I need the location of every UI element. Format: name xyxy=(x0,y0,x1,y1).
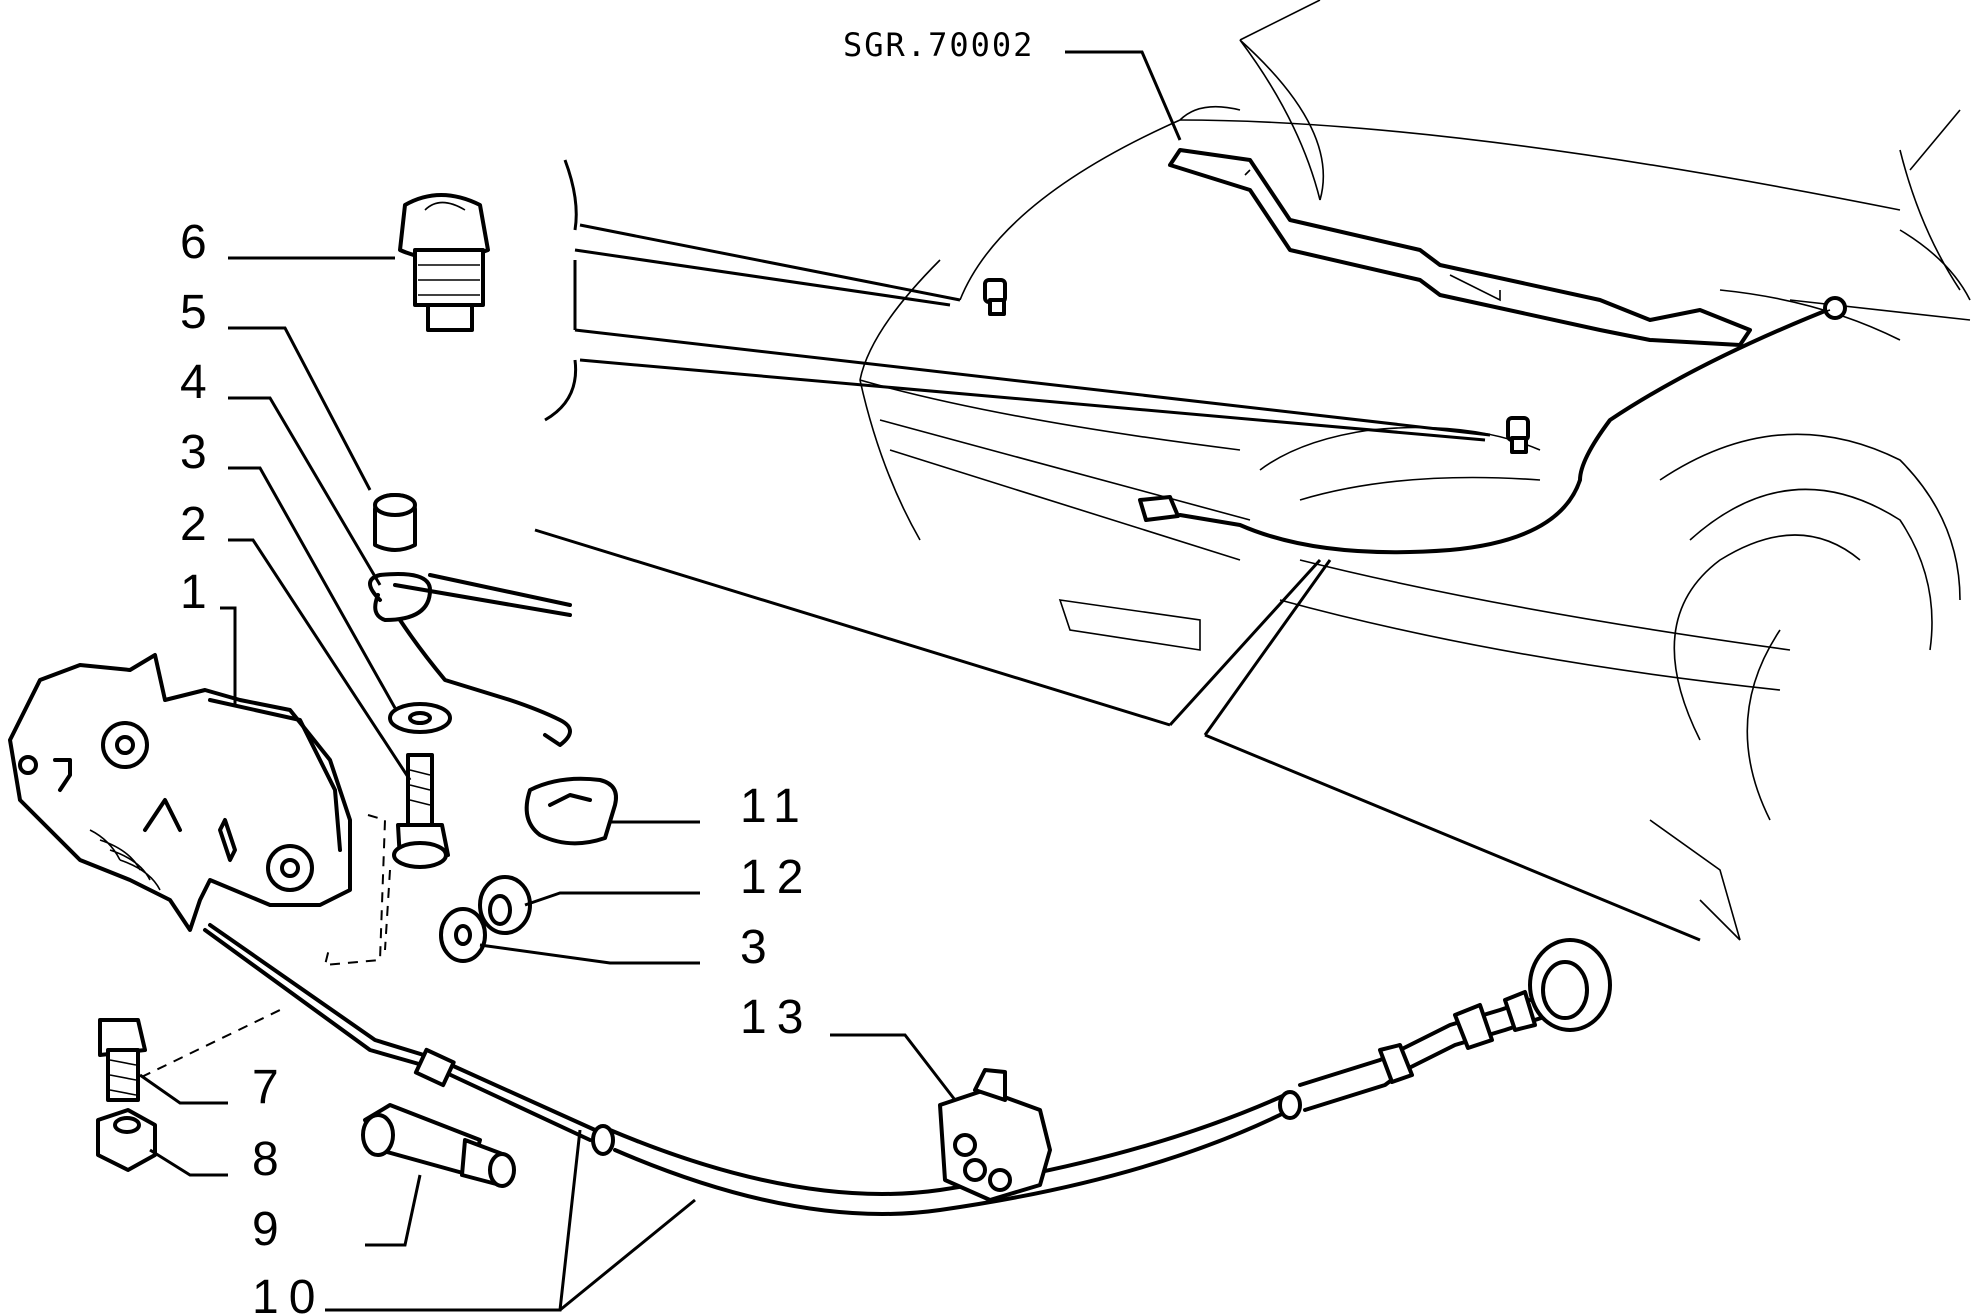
callout-8: 8 xyxy=(252,1133,289,1186)
bump-stop-leaders xyxy=(574,223,1491,442)
callout-1: 1 xyxy=(180,566,217,619)
part-6-rubber-stop xyxy=(398,193,490,332)
callout-2: 2 xyxy=(180,498,217,551)
reference-code: SGR.70002 xyxy=(843,26,1034,64)
part-3-washer-upper xyxy=(388,702,452,734)
callout-11: 11 xyxy=(740,780,810,833)
callout-5: 5 xyxy=(180,286,217,339)
callout-6: 6 xyxy=(180,216,217,269)
part-12-bush xyxy=(478,875,532,935)
callout-13: 13 xyxy=(740,991,813,1044)
part-10-release-cable xyxy=(203,923,1612,1216)
bump-stop-car-left xyxy=(983,278,1007,316)
part-2-bolt xyxy=(392,753,450,869)
part-13-cable-clip xyxy=(938,1068,1052,1202)
part-5-sleeve xyxy=(373,493,417,552)
part-7-bolt xyxy=(98,1018,147,1102)
part-8-nut xyxy=(96,1108,157,1172)
bump-stop-car-right xyxy=(1506,416,1530,454)
callout-leaders xyxy=(139,50,1182,1312)
callout-3-lower: 3 xyxy=(740,921,777,974)
car-front-outline xyxy=(859,0,1971,941)
callout-7: 7 xyxy=(252,1061,289,1114)
callout-3-upper: 3 xyxy=(180,426,217,479)
callout-10: 10 xyxy=(252,1271,325,1315)
part-1-latch-assembly xyxy=(8,653,352,932)
release-cable-upper xyxy=(1138,296,1847,555)
bonnet-latch-rod xyxy=(1168,148,1752,347)
callout-9: 9 xyxy=(252,1203,289,1256)
part-4-spring xyxy=(368,572,572,747)
explode-dash-lines xyxy=(124,814,391,1086)
callout-4: 4 xyxy=(180,356,217,409)
part-9-clip xyxy=(361,1103,516,1188)
callout-12: 12 xyxy=(740,851,813,904)
part-11-pad xyxy=(524,776,618,846)
body-panel-edge xyxy=(534,159,1701,942)
part-3-washer-lower xyxy=(439,907,487,963)
